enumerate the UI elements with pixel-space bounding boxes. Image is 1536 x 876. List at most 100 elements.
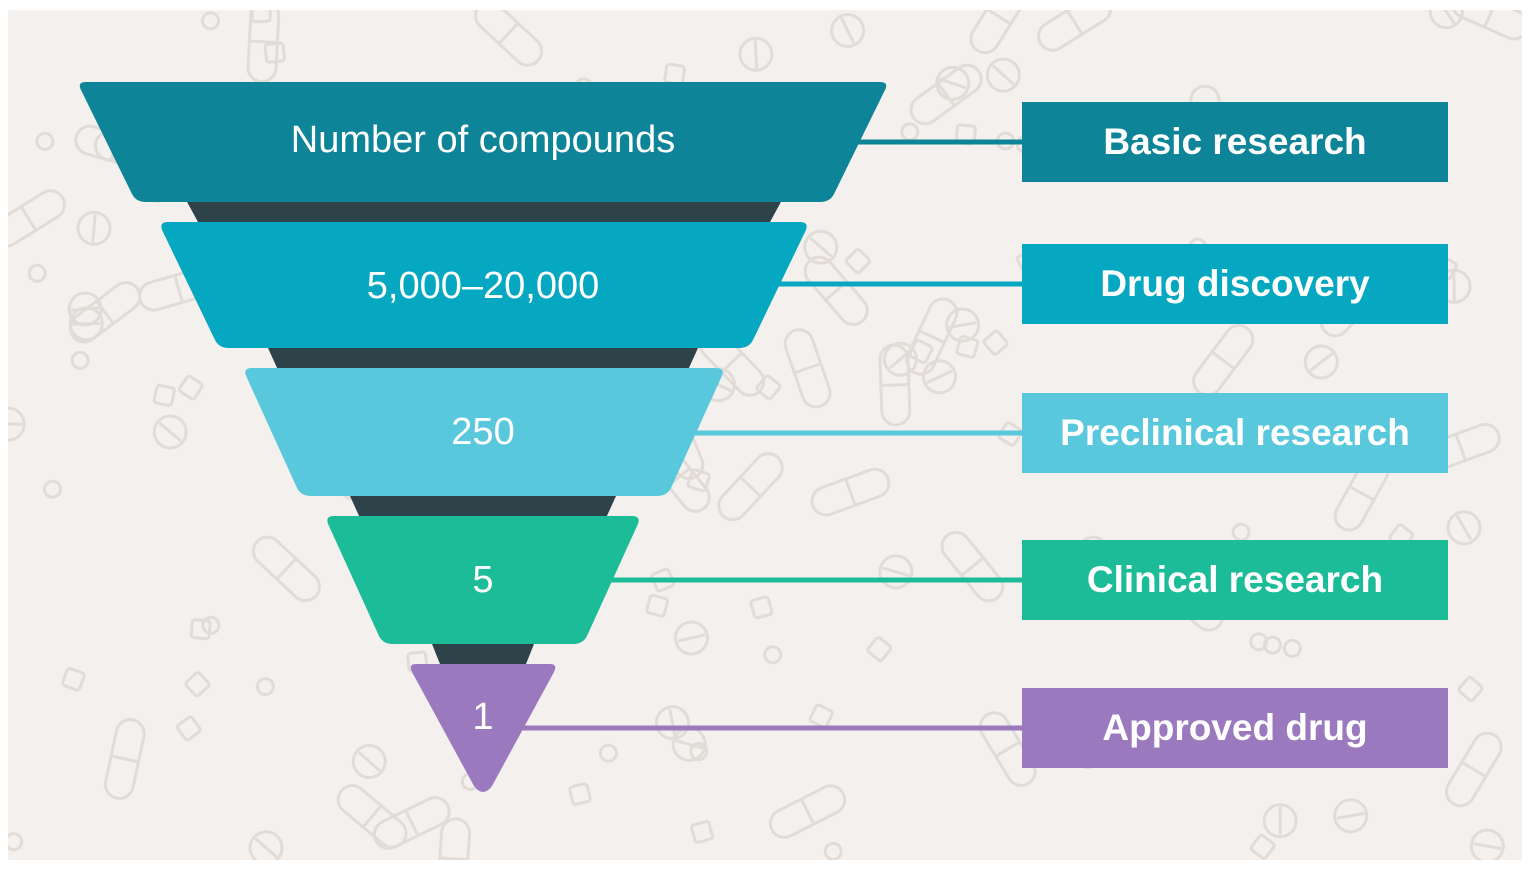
capsule-icon bbox=[1444, 731, 1503, 808]
stage-value-approved-drug: 1 bbox=[472, 696, 494, 738]
funnel-stage-clinical-research bbox=[327, 516, 639, 644]
capsule-icon bbox=[717, 452, 784, 522]
capsule-icon bbox=[1037, 10, 1113, 52]
capsule-icon bbox=[251, 535, 321, 603]
capsule-icon bbox=[246, 10, 281, 84]
pill-fragment-icon bbox=[1457, 675, 1484, 702]
capsule-icon bbox=[878, 343, 912, 427]
funnel-shadow-band-1 bbox=[186, 200, 782, 222]
pill-fragment-icon bbox=[1249, 833, 1276, 860]
tablet-icon bbox=[878, 554, 914, 590]
pill-fragment-icon bbox=[686, 468, 711, 493]
funnel-stage-basic-research bbox=[79, 82, 887, 202]
funnel-stage-approved-drug bbox=[410, 664, 556, 792]
tablet-icon bbox=[351, 744, 387, 779]
pill-fragment-icon bbox=[866, 636, 893, 662]
stage-value-drug-discovery: 5,000–20,000 bbox=[366, 265, 600, 307]
tablet-icon bbox=[152, 414, 188, 450]
funnel-stage-drug-discovery bbox=[161, 222, 807, 348]
dot-icon bbox=[996, 131, 1015, 151]
pill-fragment-icon bbox=[749, 595, 774, 620]
funnel-shadow-band-3 bbox=[350, 496, 616, 518]
pill-fragment-icon bbox=[568, 782, 592, 806]
pill-fragment-icon bbox=[184, 671, 211, 698]
capsule-icon bbox=[1192, 324, 1255, 397]
stage-value-clinical-research: 5 bbox=[472, 559, 494, 601]
pill-fragment-icon bbox=[955, 334, 980, 359]
dot-icon bbox=[43, 479, 62, 499]
label-preclinical-research: Preclinical research bbox=[1022, 393, 1448, 473]
label-approved-drug: Approved drug bbox=[1022, 688, 1448, 768]
funnel-shadow-band-2 bbox=[268, 348, 698, 370]
tablet-icon bbox=[738, 36, 774, 72]
tablet-icon bbox=[1262, 803, 1298, 839]
dot-icon bbox=[35, 131, 55, 151]
tablet-icon bbox=[1469, 828, 1505, 860]
label-basic-research: Basic research bbox=[1022, 102, 1448, 182]
stage-value-preclinical-research: 250 bbox=[451, 411, 515, 453]
tablet-icon bbox=[945, 307, 981, 343]
capsule-icon bbox=[103, 717, 146, 800]
tablet-icon bbox=[1446, 510, 1482, 546]
dot-icon bbox=[763, 645, 783, 665]
pill-fragment-icon bbox=[175, 715, 202, 742]
tablet-icon bbox=[830, 12, 866, 48]
tablet-icon bbox=[1428, 10, 1464, 30]
capsule-icon bbox=[969, 10, 1029, 55]
tablet-icon bbox=[1303, 344, 1339, 380]
label-drug-discovery: Drug discovery bbox=[1022, 244, 1448, 324]
dot-icon bbox=[823, 841, 843, 860]
dot-icon bbox=[598, 743, 618, 763]
tablet-icon bbox=[673, 620, 709, 656]
pill-fragment-icon bbox=[250, 10, 272, 24]
capsule-icon bbox=[473, 10, 544, 67]
tablet-icon bbox=[803, 229, 839, 265]
dot-icon bbox=[1263, 635, 1282, 655]
funnel-shadow-band-4 bbox=[432, 644, 534, 664]
tablet-icon bbox=[922, 359, 957, 395]
capsule-icon bbox=[372, 796, 451, 850]
funnel-stage-preclinical-research bbox=[245, 368, 723, 496]
dot-icon bbox=[255, 677, 275, 697]
funnel-header-text: Number of compounds bbox=[290, 119, 676, 161]
capsule-icon bbox=[436, 817, 472, 860]
tablet-icon bbox=[248, 830, 284, 860]
capsule-icon bbox=[1450, 10, 1522, 41]
pill-fragment-icon bbox=[982, 329, 1009, 356]
capsule-icon bbox=[336, 784, 408, 849]
pill-fragment-icon bbox=[645, 593, 670, 618]
dot-icon bbox=[900, 122, 920, 142]
dot-icon bbox=[689, 742, 709, 761]
dot-icon bbox=[70, 350, 90, 370]
tablet-icon bbox=[985, 57, 1021, 93]
pill-fragment-icon bbox=[61, 667, 86, 692]
dot-icon bbox=[1249, 632, 1269, 652]
pill-fragment-icon bbox=[690, 820, 714, 844]
pill-fragment-icon bbox=[650, 567, 676, 593]
dot-icon bbox=[27, 263, 47, 283]
tablet-icon bbox=[76, 210, 112, 246]
dot-icon bbox=[1282, 638, 1302, 658]
capsule-icon bbox=[783, 328, 832, 409]
capsule-icon bbox=[8, 189, 66, 248]
pill-fragment-icon bbox=[189, 618, 212, 641]
label-clinical-research: Clinical research bbox=[1022, 540, 1448, 620]
capsule-icon bbox=[905, 297, 959, 376]
dot-icon bbox=[201, 11, 220, 31]
dot-icon bbox=[8, 832, 24, 852]
pill-fragment-icon bbox=[845, 248, 871, 275]
tablet-icon bbox=[67, 291, 103, 327]
dot-icon bbox=[201, 615, 221, 635]
capsule-icon bbox=[810, 467, 891, 517]
capsule-icon bbox=[909, 63, 983, 126]
pill-fragment-icon bbox=[808, 703, 834, 729]
pill-fragment-icon bbox=[755, 374, 782, 401]
tablet-icon bbox=[1333, 798, 1369, 834]
pill-fragment-icon bbox=[997, 421, 1024, 447]
tablet-icon bbox=[8, 406, 26, 442]
capsule-icon bbox=[768, 784, 847, 839]
capsule-icon bbox=[940, 530, 1005, 603]
pill-fragment-icon bbox=[177, 374, 204, 401]
